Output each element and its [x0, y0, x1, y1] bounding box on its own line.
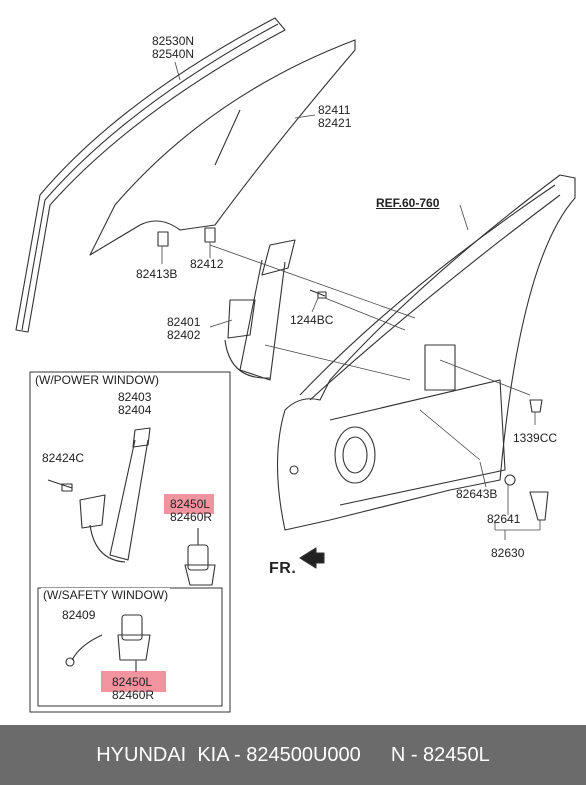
- check-parts: [504, 399, 549, 521]
- label-front: FR.: [269, 560, 297, 577]
- window-motor-part: [184, 528, 216, 586]
- door-panel-part: [276, 174, 576, 531]
- label-82643b: 82643B: [456, 487, 498, 501]
- label-82641: 82641: [487, 512, 521, 526]
- label-1339cc: 1339CC: [513, 431, 558, 445]
- front-direction-arrow: [299, 547, 325, 569]
- door-glass-part: [89, 39, 356, 256]
- footer-brand-part-number: HYUNDAI KIA - 824500U000: [96, 743, 361, 766]
- label-82630: 82630: [491, 546, 525, 560]
- footer-bar: HYUNDAI KIA - 824500U000 N - 82450L: [0, 725, 586, 785]
- highlight-82450l-power: [164, 494, 214, 514]
- power-window-box: [29, 371, 231, 713]
- label-ref: REF.60-760: [376, 196, 440, 210]
- footer-part-code: N - 82450L: [390, 743, 490, 766]
- highlight-82450l-safety: [101, 671, 166, 692]
- bolt-part: [309, 289, 327, 299]
- label-1244bc: 1244BC: [290, 313, 334, 327]
- label-82409: 82409: [62, 608, 96, 622]
- label-82413b: 82413B: [136, 267, 178, 281]
- run-channel-part: [15, 17, 286, 333]
- label-82412: 82412: [190, 257, 224, 271]
- exploded-parts-diagram: [15, 17, 576, 713]
- power-window-title: (W/POWER WINDOW): [33, 373, 161, 387]
- safety-motor-part: [65, 614, 151, 672]
- leader-lines: [161, 61, 541, 540]
- regulator-part: [224, 239, 296, 381]
- label-82424c: 82424C: [42, 451, 85, 465]
- glass-clip-part: [157, 227, 216, 247]
- safety-window-title: (W/SAFETY WINDOW): [41, 588, 171, 602]
- power-regulator-part: [47, 427, 151, 563]
